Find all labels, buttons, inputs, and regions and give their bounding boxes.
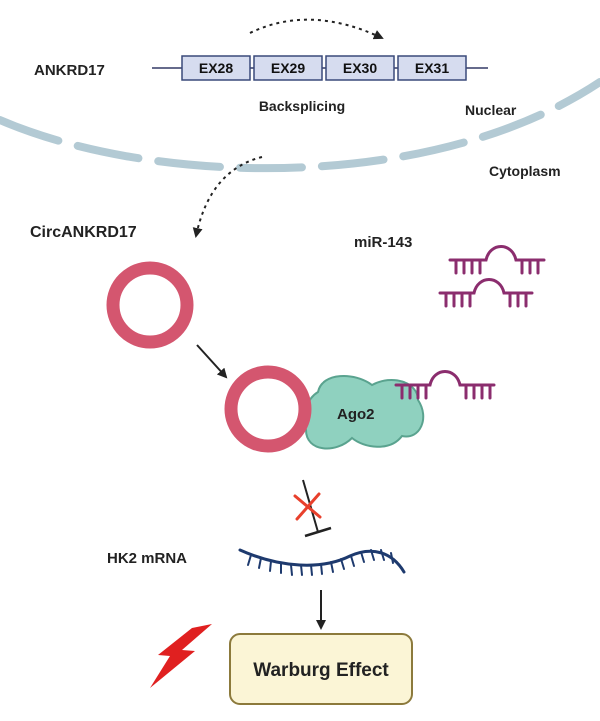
cross-icon — [293, 492, 322, 521]
nuclear-membrane — [0, 78, 600, 173]
exon-ex31: EX31 — [397, 55, 467, 81]
circrna-ring — [106, 261, 194, 349]
cytoplasm-label: Cytoplasm — [489, 163, 561, 179]
outcome-label: Warburg Effect — [253, 660, 389, 681]
export-arrow — [192, 156, 263, 238]
backsplicing-label: Backsplicing — [259, 98, 345, 114]
mirna-molecule — [438, 278, 534, 308]
exon-ex29: EX29 — [253, 55, 323, 81]
mirna-molecule — [448, 245, 546, 275]
inhibition-symbol — [302, 479, 332, 538]
mirna-label: miR-143 — [354, 234, 412, 251]
outcome-box — [229, 633, 413, 705]
exon-ex28: EX28 — [181, 55, 251, 81]
circrna-bound-ring — [224, 365, 312, 453]
ago2-label: Ago2 — [337, 406, 375, 423]
exon-ex30: EX30 — [325, 55, 395, 81]
circrna-label: CircANKRD17 — [30, 224, 137, 241]
exon-label: EX31 — [415, 60, 449, 76]
exon-label: EX29 — [271, 60, 305, 76]
backsplicing-arrow — [249, 18, 384, 40]
exon-label: EX28 — [199, 60, 233, 76]
mrna-label: HK2 mRNA — [107, 550, 187, 567]
binding-arrow — [196, 344, 228, 379]
nuclear-label: Nuclear — [465, 102, 517, 118]
lightning-icon — [150, 624, 212, 688]
mirna-bound-molecule — [394, 370, 496, 400]
mrna-strand — [238, 548, 406, 576]
gene-label: ANKRD17 — [34, 62, 105, 79]
exon-label: EX30 — [343, 60, 377, 76]
